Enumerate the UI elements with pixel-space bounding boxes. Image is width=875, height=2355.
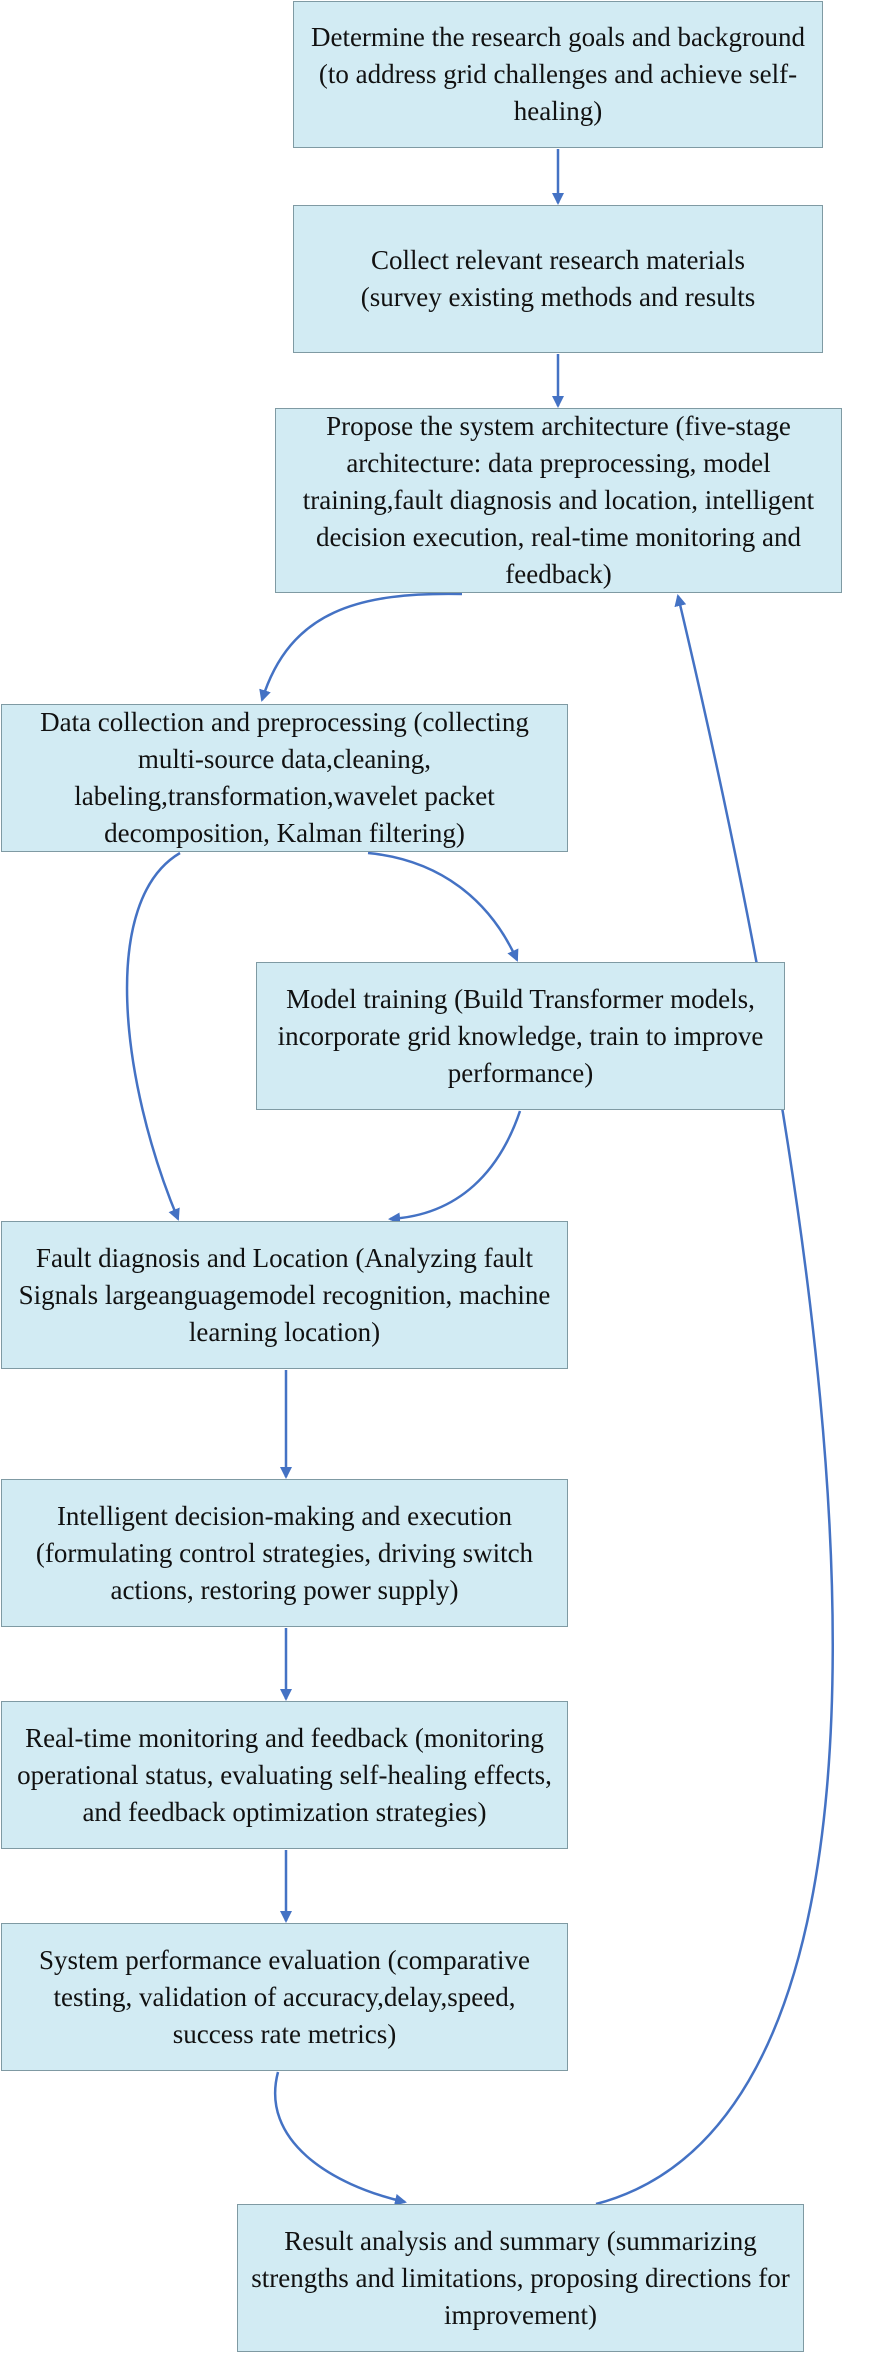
node-performance-evaluation: System performance evaluation (comparati… [1,1923,568,2071]
node-result-summary: Result analysis and summary (summarizing… [237,2204,804,2352]
edge-summary-to-architecture [595,594,834,2206]
edge-evaluation-to-summary [273,2071,407,2206]
node-performance-evaluation-text: System performance evaluation (comparati… [38,1944,531,2049]
node-intelligent-decision: Intelligent decision-making and executio… [1,1479,568,1627]
node-result-summary-text: Result analysis and summary (summarizing… [251,2225,790,2330]
node-research-materials: Collect relevant research materials (sur… [293,205,823,353]
node-data-collection: Data collection and preprocessing (colle… [1,704,568,852]
node-system-architecture-text: Propose the system architecture (five-st… [302,411,815,589]
edge-architecture-to-data-collection [259,592,463,702]
node-fault-diagnosis: Fault diagnosis and Location (Analyzing … [1,1221,568,1369]
node-model-training-text: Model training (Build Transformer models… [277,983,764,1088]
node-intelligent-decision-text: Intelligent decision-making and executio… [35,1500,534,1605]
node-fault-diagnosis-text: Fault diagnosis and Location (Analyzing … [18,1242,551,1347]
node-data-collection-text: Data collection and preprocessing (colle… [40,707,529,848]
node-research-goals: Determine the research goals and backgro… [293,1,823,148]
edge-model-training-to-fault-diagnosis [388,1110,522,1225]
node-model-training: Model training (Build Transformer models… [256,962,785,1110]
node-realtime-monitoring-text: Real-time monitoring and feedback (monit… [17,1722,552,1827]
node-system-architecture: Propose the system architecture (five-st… [275,408,842,593]
node-realtime-monitoring: Real-time monitoring and feedback (monit… [1,1701,568,1849]
node-research-goals-text: Determine the research goals and backgro… [310,22,806,126]
edge-data-collection-to-fault-diagnosis [125,851,181,1221]
edge-data-collection-to-model-training [367,851,519,962]
node-research-materials-text: Collect relevant research materials (sur… [360,245,756,312]
